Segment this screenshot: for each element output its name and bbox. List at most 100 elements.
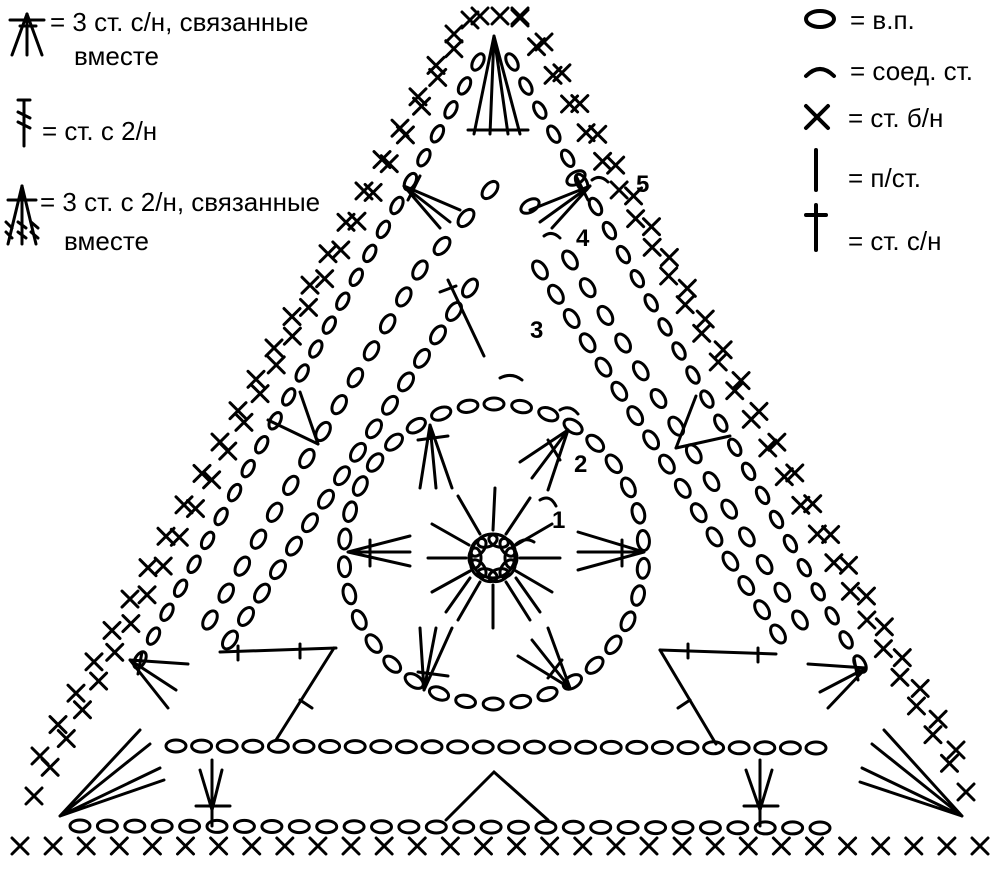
chain-stitch — [498, 537, 517, 558]
single-crochet-stitch — [713, 340, 733, 360]
single-crochet-stitch — [659, 247, 679, 267]
chain-stitch — [95, 818, 119, 834]
chain-stitch — [68, 818, 92, 834]
single-crochet-stitch — [30, 746, 50, 766]
chain-stitch — [282, 474, 300, 497]
single-crochet-stitch — [121, 614, 141, 634]
chain-stitch — [721, 550, 740, 572]
chain-stitch — [615, 244, 632, 265]
chain-stitch — [343, 739, 367, 755]
single-crochet-stitch — [856, 586, 876, 606]
single-crochet-stitch — [904, 836, 924, 856]
chain-stitch — [578, 277, 597, 299]
single-crochet-stitch — [490, 6, 510, 26]
chain-stitch — [619, 476, 637, 499]
chain-stitch — [150, 818, 174, 834]
chain-stitch — [727, 740, 751, 756]
chain-stitch — [673, 477, 692, 499]
chain-stitch — [446, 739, 470, 755]
single-crochet-stitch — [76, 836, 96, 856]
single-crochet-stitch — [839, 555, 859, 575]
chain-stitch — [507, 819, 530, 835]
chain-stitch — [351, 475, 369, 497]
single-crochet-stitch — [48, 715, 68, 735]
single-crochet-stitch — [440, 836, 460, 856]
chain-stitch — [705, 526, 724, 548]
chain-stitch — [284, 535, 304, 557]
chain-stitch — [599, 739, 623, 755]
single-crochet-stitch — [153, 556, 173, 576]
chain-stitch — [578, 332, 597, 354]
chain-stitch — [294, 363, 310, 383]
chain-stitch — [266, 738, 290, 754]
chain-stitch — [667, 415, 686, 437]
legend-right: = в.п. = соед. ст. = ст. б/н = п/ст. = с… — [804, 5, 973, 256]
single-crochet-stitch — [354, 181, 374, 201]
chain-stitch — [657, 453, 676, 475]
chain-stitch — [804, 740, 828, 756]
chain-stitch — [190, 738, 214, 754]
single-crochet-stitch — [695, 309, 715, 329]
single-crochet-stitches — [10, 6, 990, 856]
chain-stitch — [768, 509, 785, 530]
chain-stitch — [689, 502, 708, 524]
chain-stitch — [332, 465, 352, 487]
double-crochet-icon — [804, 203, 828, 252]
chain-stitch — [755, 554, 774, 576]
single-crochet-stitch — [609, 180, 629, 200]
single-crochet-stitch — [374, 836, 394, 856]
chain-stitch — [630, 584, 646, 607]
single-crochet-stitch — [209, 836, 229, 856]
chain-stitch — [315, 819, 339, 835]
single-crochet-stitch — [928, 709, 948, 729]
single-crochet-stitch — [705, 836, 725, 856]
chain-stitch — [537, 406, 560, 423]
chain-stitch — [531, 259, 549, 281]
chain-stitch — [336, 555, 353, 579]
single-crochet-stitch — [708, 352, 728, 372]
row-label-4: 4 — [576, 225, 590, 252]
single-crochet-stitch — [774, 467, 794, 487]
chain-stitch — [394, 739, 418, 755]
chain-stitch — [487, 532, 510, 549]
single-crochet-stitch — [677, 278, 697, 298]
single-crochet-stitch — [910, 678, 930, 698]
chain-stitch — [395, 286, 413, 308]
chain-stitch — [601, 220, 618, 241]
single-crochet-stitch — [300, 275, 320, 295]
chain-stitch — [487, 567, 510, 584]
single-crochet-stitch — [282, 307, 302, 327]
chain-stitch — [280, 387, 297, 407]
single-crochet-stitch — [725, 381, 745, 401]
chain-stitch — [604, 634, 623, 656]
single-crochet-stitch — [804, 836, 824, 856]
chain-stitch — [199, 530, 216, 551]
single-crochet-stitch — [10, 836, 30, 856]
round-1-stitches — [426, 486, 562, 630]
chain-stitch — [778, 740, 802, 756]
chain-stitch — [852, 654, 868, 674]
single-crochet-stitch — [510, 6, 530, 26]
chain-stitch — [205, 818, 229, 834]
chain-stitch — [365, 452, 385, 473]
single-crochet-stitch — [185, 499, 205, 519]
chain-stitch — [769, 623, 787, 645]
chain-stitch — [240, 458, 256, 479]
chain-stitch — [791, 609, 809, 631]
chain-stitch — [318, 738, 342, 755]
chain-stitch — [698, 820, 722, 836]
single-crochet-stitch — [507, 836, 527, 856]
chain-icon — [804, 9, 836, 29]
single-crochet-stitch — [606, 836, 626, 856]
single-crochet-stitch — [444, 24, 464, 44]
single-crochet-stitch — [24, 786, 44, 806]
single-crochet-stitch — [266, 355, 286, 375]
chain-stitch — [364, 418, 384, 440]
single-crochet-stitch — [142, 836, 162, 856]
chain-stitch — [604, 453, 623, 475]
corner-clusters — [58, 34, 964, 828]
chain-stitch — [403, 672, 425, 690]
chain-stitch — [411, 259, 429, 281]
single-crochet-stitch — [102, 620, 122, 640]
